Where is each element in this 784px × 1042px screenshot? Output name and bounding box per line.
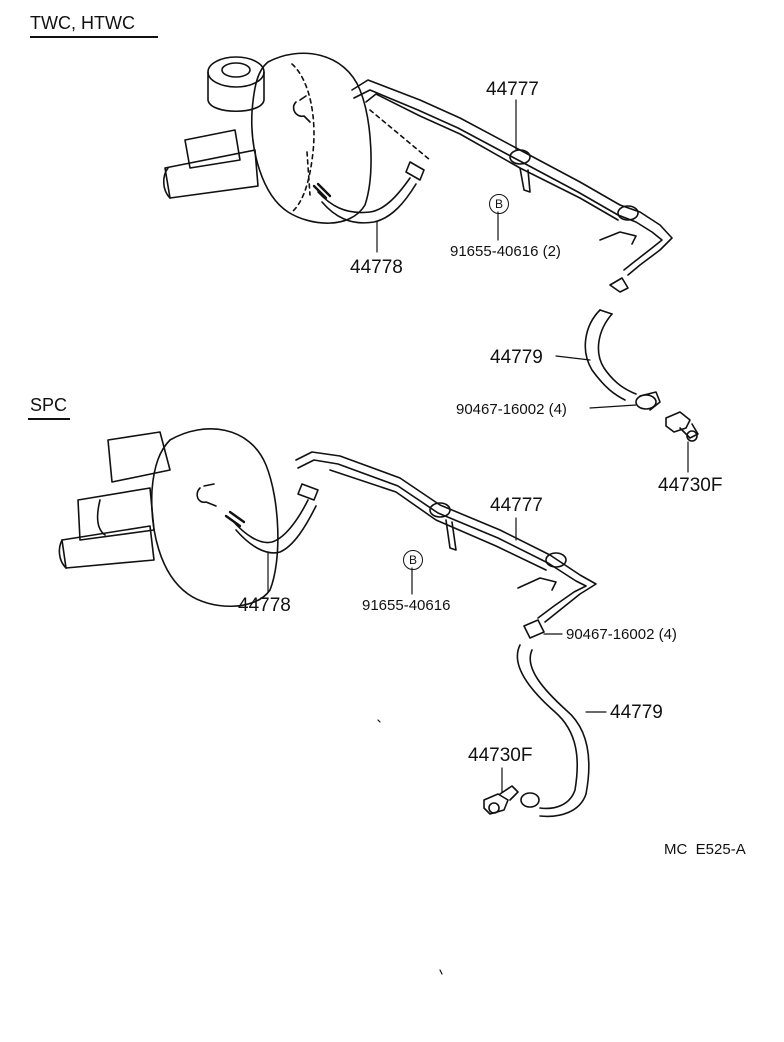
top-hose-right-label: 44779 [490,347,543,368]
bottom-brake-booster [58,428,279,608]
bottom-clamp-symbol: B [403,550,423,570]
top-clamp-label: 91655-40616 (2) [450,243,561,260]
top-valve-label: 44730F [658,475,723,496]
bottom-clip-label: 90467-16002 (4) [566,626,677,643]
top-clip-label: 90467-16002 (4) [456,401,567,418]
section-title-spc: SPC [30,395,68,415]
top-pipe-44777 [351,79,673,276]
top-check-valve-44730F [665,411,699,473]
top-hose-44779 [555,277,661,411]
bottom-valve-label: 44730F [468,745,533,766]
bottom-hose-44778 [224,483,319,593]
bottom-hose-44779 [516,619,607,818]
bottom-check-valve-44730F [483,767,519,815]
diagram-code: MC E525-A [664,841,746,858]
bottom-pipe-label: 44777 [490,495,543,516]
top-clamp-symbol: B [489,194,509,214]
bottom-hose-left-label: 44778 [238,595,291,616]
bottom-clamp-label: 91655-40616 [362,597,451,614]
top-pipe-label: 44777 [486,79,539,100]
section-title-twc-htwc-underline [30,36,158,38]
bottom-hose-right-label: 44779 [610,702,663,723]
top-brake-booster [162,52,431,224]
top-hose-left-label: 44778 [350,257,403,278]
section-title-spc-underline [28,418,70,420]
bottom-pipe-44777 [295,451,597,623]
section-title-twc-htwc: TWC, HTWC [30,13,135,33]
top-hose-44778 [312,161,425,253]
